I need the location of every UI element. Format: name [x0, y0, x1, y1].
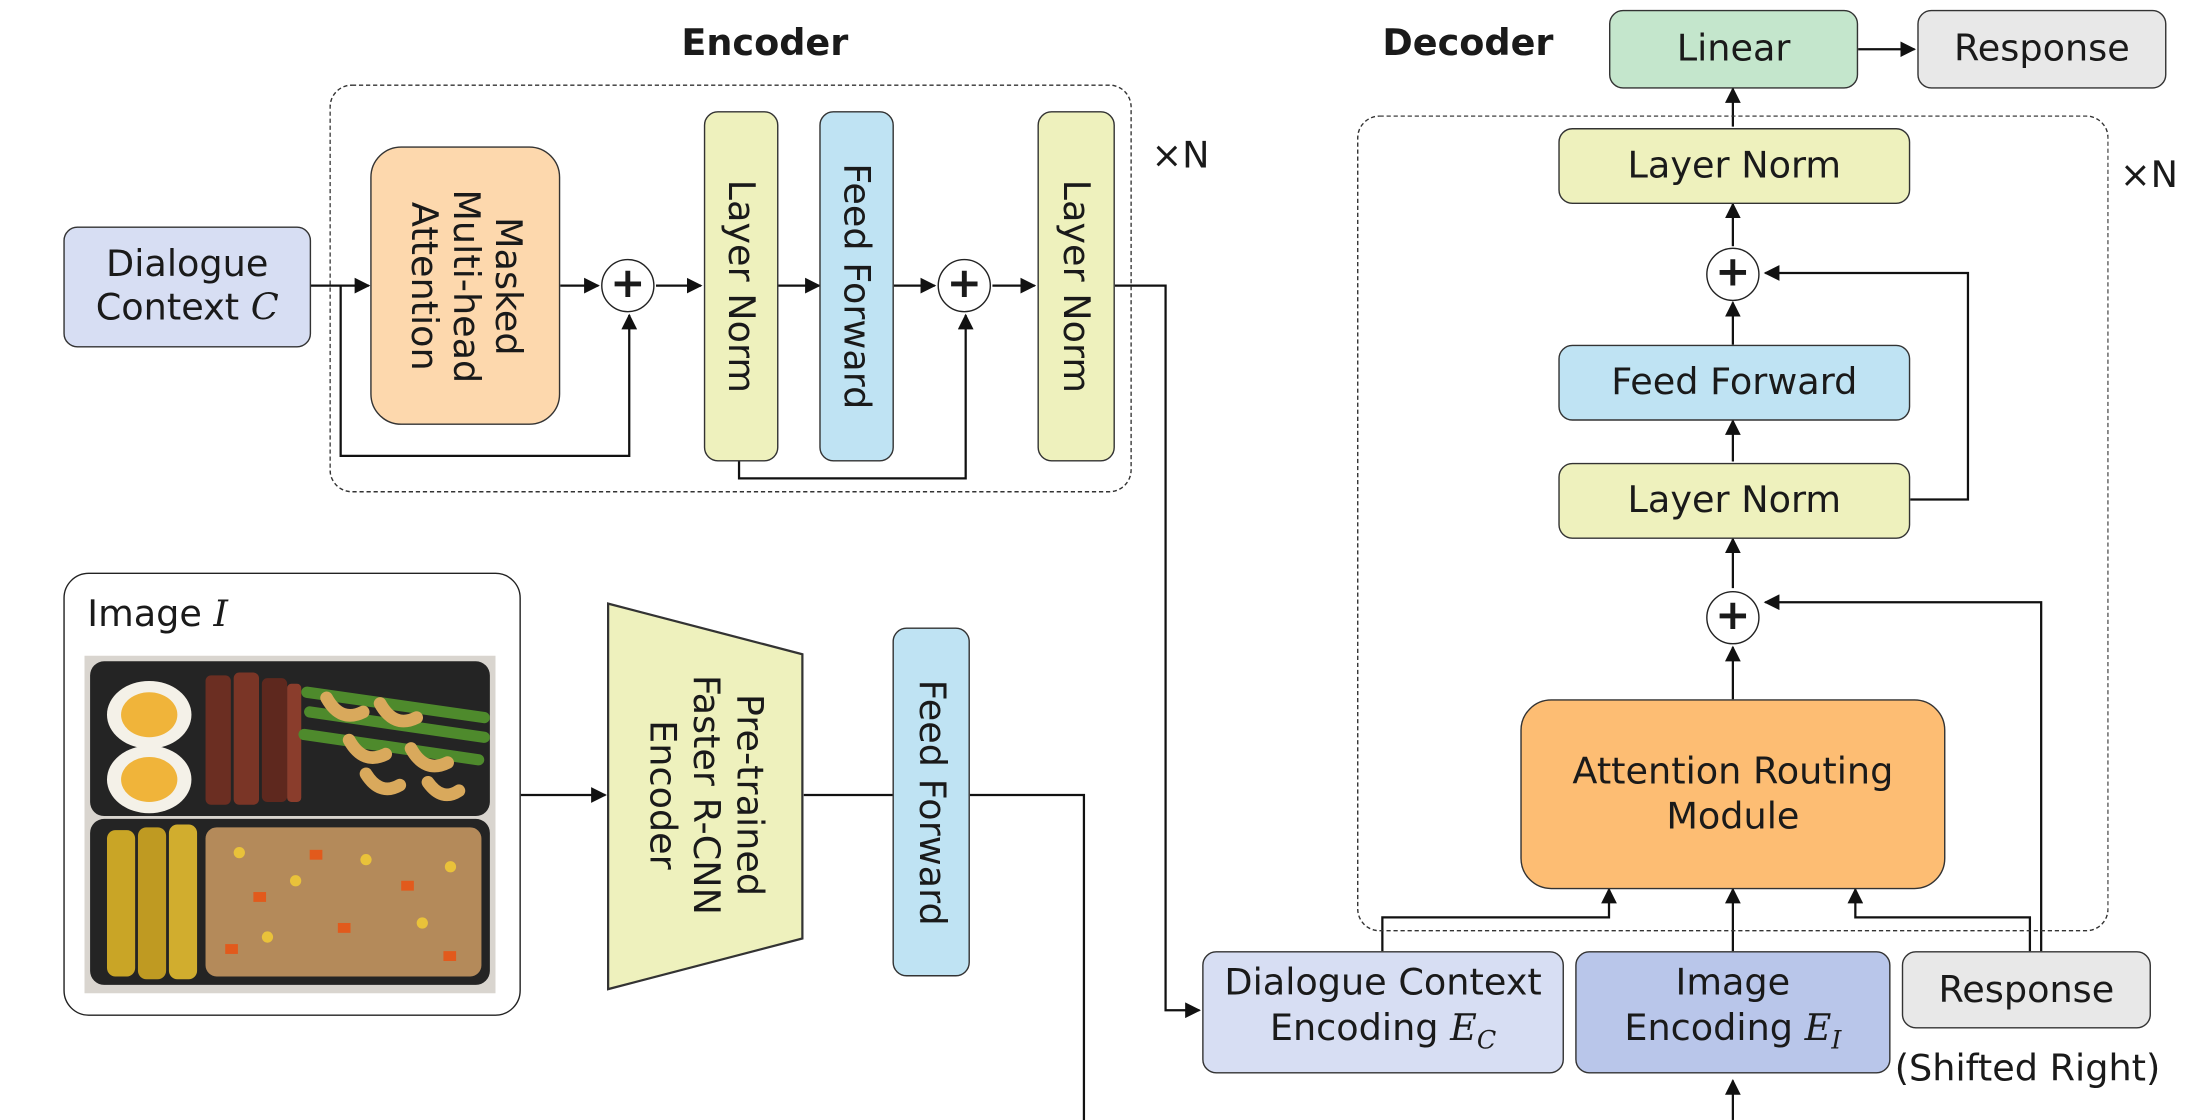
encoder-block [329, 84, 1132, 493]
decoder-block [1357, 115, 2109, 932]
rcnn-encoder-text: Pre-trained Faster R-CNN Encoder [641, 674, 771, 915]
decoder-title: Decoder [1382, 22, 1554, 65]
decoder-layer-norm-mid: Layer Norm [1558, 462, 1911, 539]
linear-box: Linear [1609, 9, 1859, 89]
masked-attention-box: Masked Multi-head Attention [370, 146, 561, 425]
image-feed-forward: Feed Forward [892, 627, 970, 977]
encoder-layer-norm-2: Layer Norm [1037, 111, 1115, 462]
decoder-repeat-label: ×N [2119, 154, 2179, 197]
encoder-add-1: + [601, 258, 655, 313]
encoder-repeat-label: ×N [1151, 135, 1210, 178]
masked-attention-text: Masked Multi-head Attention [401, 188, 529, 383]
dialogue-context-box: Dialogue Context C [63, 226, 312, 348]
dialogue-context-line1: Dialogue [106, 243, 269, 286]
dialogue-context-symbol: C [250, 287, 279, 330]
decoder-layer-norm-top: Layer Norm [1558, 128, 1911, 205]
dialogue-context-encoding-box: Dialogue Context Encoding EC [1202, 951, 1564, 1074]
food-photo [84, 655, 496, 994]
encoder-layer-norm-1: Layer Norm [703, 111, 779, 462]
encoder-feed-forward: Feed Forward [819, 111, 894, 462]
decoder-add-bottom: + [1706, 590, 1760, 645]
attention-routing-module: Attention Routing Module [1520, 699, 1946, 890]
response-output-box: Response [1917, 9, 2167, 89]
image-panel: Image I [63, 572, 521, 1016]
rcnn-encoder-shape [607, 602, 804, 991]
encoder-title: Encoder [681, 22, 849, 65]
image-encoding-box: Image Encoding EI [1575, 951, 1891, 1074]
decoder-feed-forward: Feed Forward [1558, 344, 1911, 421]
dialogue-context-line2: Context C [95, 287, 279, 330]
response-input-box: Response [1901, 951, 2151, 1029]
image-panel-title: Image I [87, 593, 229, 636]
decoder-add-top: + [1706, 247, 1760, 302]
encoder-add-2: + [937, 258, 992, 313]
shifted-right-note: (Shifted Right) [1894, 1048, 2161, 1091]
